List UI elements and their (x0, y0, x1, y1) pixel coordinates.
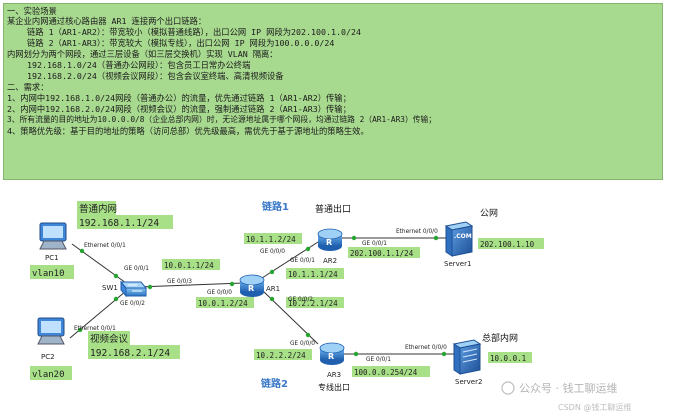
wechat-icon (501, 381, 515, 395)
watermark-brand: 公众号 · 钱工聊运维 (519, 381, 618, 395)
ip-server1: 202.100.1.10 (480, 240, 535, 249)
ar1-router-icon[interactable]: R (239, 274, 265, 297)
ar1-ge002-label: GE 0/0/2 (288, 297, 313, 303)
sw1-ge002-label: GE 0/0/2 (120, 301, 145, 307)
vlan10-label: vlan10 (32, 269, 65, 279)
link2-annotation: 链路2 (260, 377, 288, 390)
office-subnet-desc: 192.168.1.0/24（普通办公网段）：包含员工日常办公终端 (7, 60, 251, 70)
server2-eth-label: Ethernet 0/0/0 (405, 345, 447, 351)
requirement-1: 1、内网中192.168.1.0/24网段（普通办公）的流量，优先通过链路 1（… (7, 93, 351, 103)
video-subnet: 192.168.2.1/24 (90, 348, 170, 359)
dedicated-exit-annotation: 专线出口 (318, 382, 350, 392)
port-dots (77, 235, 447, 357)
video-title: 视频会议 (90, 333, 129, 345)
ip-ar1-g002: 10.2.2.1/24 (288, 299, 338, 308)
svg-text:R: R (328, 352, 334, 361)
pc1-label: PC1 (45, 254, 59, 262)
link-pc1-sw1 (71, 243, 127, 284)
normal-exit-annotation: 普通出口 (315, 203, 351, 215)
hq-net-annotation: 总部内网 (482, 332, 518, 344)
green-labels: 普通内网 192.168.1.1/24 vlan10 视频会议 192.168.… (30, 201, 544, 380)
section-scenario-heading: 一、实验场景 (7, 6, 57, 16)
video-subnet-desc: 192.168.2.0/24（视频会议网段）：包含会议室终端、高清视频设备 (7, 71, 284, 81)
sw1-label: SW1 (102, 284, 118, 292)
ip-sw1-g001: 10.0.1.1/24 (164, 261, 214, 270)
watermark: 公众号 · 钱工聊运维 CSDN @钱工聊运维 (501, 381, 631, 412)
office-title: 普通内网 (79, 203, 117, 215)
watermark-csdn: CSDN @钱工聊运维 (558, 402, 631, 412)
ar1-ge000-label: GE 0/0/0 (207, 290, 232, 296)
ar2-ge000-label: GE 0/0/0 (260, 249, 285, 255)
server1-com-badge: .COM (454, 233, 472, 240)
public-net-annotation: 公网 (480, 208, 498, 219)
ar2-ge001-label: GE 0/0/1 (362, 241, 387, 247)
ip-ar2-g001: 202.100.1.1/24 (350, 249, 414, 258)
office-subnet: 192.168.1.1/24 (79, 218, 159, 229)
server2-icon[interactable] (452, 339, 482, 375)
ar2-label: AR2 (323, 257, 337, 265)
server2-label: Server2 (455, 378, 482, 386)
pc2-label: PC2 (41, 353, 55, 361)
svg-text:R: R (326, 238, 332, 247)
link-sw1-ar1 (137, 282, 244, 288)
server1-eth-label: Ethernet 0/0/0 (396, 229, 438, 235)
ip-server2: 10.0.0.1 (490, 354, 526, 363)
sw1-ge001-label: GE 0/0/1 (124, 266, 149, 272)
vlan20-label: vlan20 (32, 370, 65, 380)
ip-ar1-g001: 10.1.1.1/24 (288, 270, 338, 279)
sw1-icon[interactable] (119, 280, 148, 298)
sw1-ge003-label: GE 0/0/3 (167, 279, 192, 285)
ar3-label: AR3 (327, 371, 341, 379)
pc2-eth-label: Ethernet 0/0/1 (74, 326, 116, 332)
server1-label: Server1 (444, 260, 471, 268)
ar1-ge001-label: GE 0/0/1 (290, 258, 315, 264)
ar3-router-icon[interactable]: R (319, 342, 345, 365)
pc1-eth-label: Ethernet 0/0/1 (84, 243, 126, 249)
server1-icon[interactable]: .COM (444, 221, 474, 257)
link2-desc: 链路 2（AR1-AR3）：带宽较大（模拟专线），出口公网 IP 网段为100.… (7, 38, 335, 48)
link1-annotation: 链路1 (261, 200, 289, 213)
ip-ar3-g000: 10.2.2.2/24 (256, 351, 306, 360)
requirement-3: 3、所有流量的目的地址为10.0.0.0/8（企业总部内网）时，无论源地址属于哪… (7, 115, 437, 124)
ar1-label: AR1 (266, 285, 280, 293)
link1-desc: 链路 1（AR1-AR2）：带宽较小（模拟普通线路），出口公网 IP 网段为20… (7, 27, 361, 37)
requirement-2: 2、内网中192.168.2.0/24网段（视频会议）的流量，强制通过链路 2（… (7, 104, 351, 114)
section-requirements-heading: 二、需求： (7, 82, 49, 92)
ar3-ge000-label: GE 0/0/0 (290, 341, 315, 347)
requirement-4: 4、策略优先级：基于目的地址的策略（访问总部）优先级最高，需优先于基于源地址的策… (7, 126, 369, 136)
ar3-ge001-label: GE 0/0/1 (366, 357, 391, 363)
vlan-desc: 内网划分为两个网段，通过三层设备（如三层交换机）实现 VLAN 隔离： (7, 49, 278, 59)
ip-ar1-g000: 10.0.1.2/24 (198, 299, 248, 308)
svg-text:R: R (248, 284, 254, 293)
pc2-icon[interactable] (37, 317, 65, 345)
ar2-router-icon[interactable]: R (317, 228, 343, 251)
interface-labels: Ethernet 0/0/1 GE 0/0/1 GE 0/0/2 Etherne… (74, 229, 447, 363)
pc1-icon[interactable] (39, 222, 67, 250)
ip-ar3-g001: 100.0.0.254/24 (354, 368, 418, 377)
ip-ar2-g000: 10.1.1.2/24 (246, 235, 296, 244)
scenario-line: 某企业内网通过核心路由器 AR1 连接两个出口链路： (7, 16, 207, 26)
requirements-panel: 一、实验场景 某企业内网通过核心路由器 AR1 连接两个出口链路： 链路 1（A… (3, 3, 663, 180)
